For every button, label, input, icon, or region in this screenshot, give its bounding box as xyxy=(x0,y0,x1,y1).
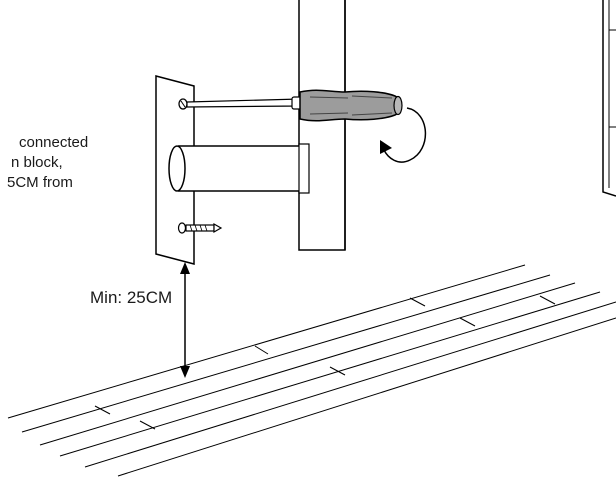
note-line-2: n block, xyxy=(11,154,63,171)
screwdriver-icon xyxy=(186,89,403,122)
vertical-pole xyxy=(298,0,346,251)
note-line-1: connected xyxy=(19,134,89,151)
bottom-screw-icon xyxy=(177,222,223,234)
rotation-arrow-icon xyxy=(380,107,427,163)
device-panel xyxy=(602,0,616,197)
horizontal-pipe xyxy=(168,143,310,194)
note-line-3: 5CM from xyxy=(7,174,73,191)
clearance-label: Min: 25CM xyxy=(90,288,173,307)
installation-note: connected n block, 5CM from xyxy=(0,133,140,193)
clearance-dimension-arrow xyxy=(180,262,190,378)
screw-icon xyxy=(178,98,188,110)
floor-boards xyxy=(7,264,616,477)
